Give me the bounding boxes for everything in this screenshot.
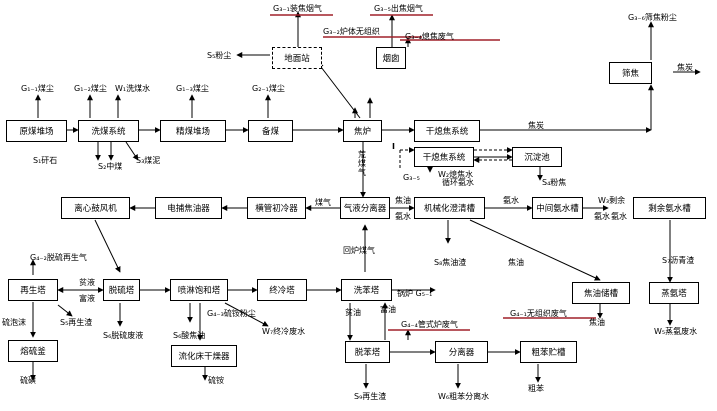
label-s5-dust: S₅粉尘 [207, 51, 232, 60]
label-furnace-gas: 锅炉 G₅₋₁ [397, 289, 433, 298]
label-s9: S₉再生渣 [354, 392, 387, 401]
label-s5-slag: S₅再生渣 [60, 318, 93, 327]
separator[interactable]: 分离器 [435, 341, 488, 363]
crude-benzene-tank[interactable]: 粗苯贮槽 [520, 341, 577, 363]
tar-storage-tank[interactable]: 焦油储槽 [572, 282, 630, 304]
electric-tar-catcher[interactable]: 电捕焦油器 [155, 197, 222, 219]
label-s3: S₃煤泥 [136, 156, 161, 165]
label-tar3: 焦油 [508, 258, 524, 267]
label-g21: G₂₋₁煤尘 [252, 84, 285, 93]
surplus-ammonia-tank[interactable]: 剩余氨水槽 [633, 197, 706, 219]
label-g35: G₃₋₅ [403, 173, 420, 182]
label-rich-oil: 富油 [380, 305, 396, 314]
label-lean-oil: 贫油 [345, 308, 361, 317]
label-s2: S₂中煤 [98, 162, 123, 171]
label-s4: S₄粉焦 [542, 178, 567, 187]
benzene-wash-tower[interactable]: 洗苯塔 [341, 279, 392, 301]
label-w6: W₆粗苯分离水 [438, 392, 490, 401]
label-g32: G₃₋₂炉体无组织 [323, 27, 380, 36]
label-w7: W₇终冷废水 [262, 327, 306, 336]
centrifugal-blower[interactable]: 离心鼓风机 [61, 197, 130, 219]
ground-station[interactable]: 地面站 [272, 47, 322, 69]
label-g42: G₄₋₂脱硫再生气 [30, 253, 87, 262]
label-s6b: S₆酸焦油 [173, 331, 206, 340]
fluid-bed-dryer[interactable]: 流化床干燥器 [171, 345, 237, 367]
ammonia-still[interactable]: 蒸氨塔 [649, 282, 699, 304]
label-ammonia1: 氨水 [395, 212, 411, 221]
label-ammonia2: 氨水 [503, 196, 519, 205]
label-w2: W₂熄焦水 [438, 170, 474, 179]
label-g31: G₃₋₁装焦烟气 [273, 4, 322, 13]
coal-washing-system[interactable]: 洗煤系统 [78, 120, 139, 142]
label-g13: G₁₋₃煤尘 [176, 84, 209, 93]
label-crude-benzene: 粗苯 [528, 384, 544, 393]
label-s7: S₇沥青渣 [662, 256, 695, 265]
label-ammonium: 硫铵 [208, 376, 224, 385]
gas-liquid-separator[interactable]: 气液分离器 [340, 197, 390, 219]
label-g36: G₃₋₆筛焦粉尘 [628, 13, 677, 22]
sulfur-melting-kettle[interactable]: 熔硫釜 [8, 340, 58, 362]
label-crude-gas: 荒煤气 [358, 150, 366, 177]
label-g11: G₁₋₁煤尘 [21, 84, 54, 93]
label-circ-water: 循环氨水 [442, 178, 474, 187]
label-ammonia3: 氨水 [594, 212, 610, 221]
label-sulfur-foam: 硫泡沫 [2, 318, 26, 327]
primary-cooler[interactable]: 横管初冷器 [247, 197, 306, 219]
label-w3b: 氨水 [611, 212, 627, 221]
label-s8: S₈焦油渣 [434, 258, 467, 267]
fine-coal-yard[interactable]: 精煤堆场 [160, 120, 226, 142]
middle-ammonia-tank[interactable]: 中间氨水槽 [532, 197, 583, 219]
label-g44: G₄₋₄管式炉废气 [401, 320, 458, 329]
label-g12: G₁₋₂煤尘 [74, 84, 107, 93]
desulfurization-tower[interactable]: 脱硫塔 [103, 279, 140, 301]
label-coke-mid: 焦炭 [528, 121, 544, 130]
settling-tank[interactable]: 沉淀池 [512, 147, 562, 167]
label-g34: G₃₋₄熄焦废气 [405, 32, 454, 41]
mechanical-clarifier[interactable]: 机械化澄清槽 [414, 197, 485, 219]
label-s1: S₁矸石 [33, 156, 58, 165]
label-lean: 贫液 [79, 278, 95, 287]
label-tar4: 焦油 [589, 318, 605, 327]
label-g35-top: G₃₋₅出焦烟气 [374, 4, 423, 13]
label-s6: S₆脱硫废液 [103, 331, 144, 340]
dry-quench-system-2[interactable]: 干熄焦系统 [414, 147, 474, 167]
label-w3a: W₃剩余 [598, 196, 626, 205]
label-return-gas: 回炉煤气 [343, 246, 375, 255]
label-i-mark: I [392, 142, 395, 151]
label-g43: G₄₋₃硫铵粉尘 [207, 309, 256, 318]
label-sulfur: 硫磺 [20, 376, 36, 385]
dry-quench-system[interactable]: 干熄焦系统 [414, 120, 480, 142]
label-g41: G₄₋₁无组织废气 [510, 309, 567, 318]
label-coke-out: 焦炭 [677, 63, 693, 72]
label-w5: W₅蒸氨废水 [654, 327, 698, 336]
label-gas1: 煤气 [315, 198, 331, 207]
coke-oven[interactable]: 焦炉 [343, 120, 382, 142]
regeneration-tower[interactable]: 再生塔 [8, 279, 58, 301]
chimney[interactable]: 烟囱 [376, 47, 406, 69]
label-w1: W₁洗煤水 [115, 84, 151, 93]
final-cooler[interactable]: 终冷塔 [257, 279, 307, 301]
raw-coal-yard[interactable]: 原煤堆场 [6, 120, 67, 142]
label-rich: 富液 [79, 294, 95, 303]
coal-preparation[interactable]: 备煤 [248, 120, 293, 142]
spray-saturator[interactable]: 喷淋饱和塔 [170, 279, 228, 301]
label-tar1: 焦油 [395, 196, 411, 205]
debenzol-tower[interactable]: 脱苯塔 [345, 341, 390, 363]
coke-screening[interactable]: 筛焦 [609, 62, 652, 84]
